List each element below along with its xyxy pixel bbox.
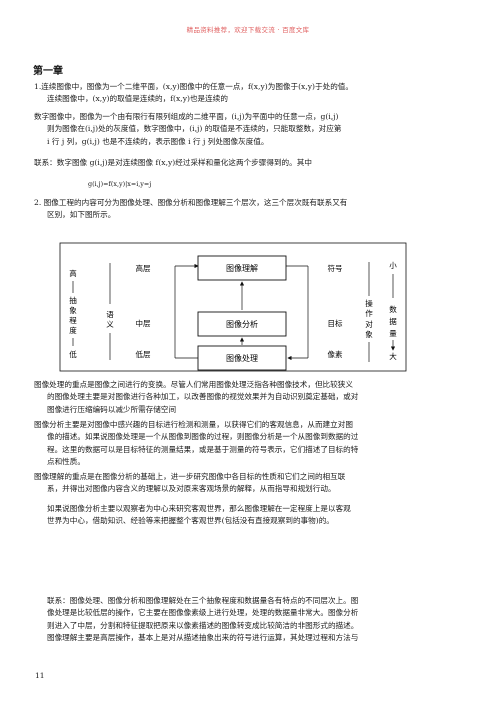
text-line: 系，并得出对图像内容含义的理解以及对原来客观场景的解释，从而指导和规划行动。 [47, 484, 336, 494]
text-line: 像处理是比较低层的操作，它主要在图像像素级上进行处理，处理的数据量非常大。图像分… [47, 608, 359, 618]
text-line: i 行 j 列，g(i,j) 也是不连续的，表示图像 i 行 j 列处图像灰度值… [47, 136, 269, 146]
object-pixel-label: 像素 [328, 349, 343, 359]
box-image-analysis-label: 图像分析 [226, 319, 258, 329]
text-line: 区别，如下图所示。 [47, 210, 116, 220]
abstraction-char: 抽 [69, 295, 77, 305]
abstraction-label: 抽 象 程 度 [69, 295, 77, 335]
data-amount-char: 据 [389, 317, 397, 326]
semantic-label: 语 义 [106, 309, 114, 329]
paragraph-relation: 联系：数字图像 g(i,j)是对连续图像 f(x,y)经过采样和量化这两个步骤得… [34, 157, 466, 169]
text-line: 联系：图像处理、图像分析和图像理解处在三个抽象程度和数据量各有特点的不同层次上。… [47, 596, 359, 605]
header-banner: 精品资料推荐，欢迎下载交流 · 百度文库 [186, 26, 310, 34]
abstraction-low-label: 低 [69, 349, 77, 359]
abstraction-char: 象 [69, 305, 77, 315]
semantic-char: 语 [106, 309, 114, 319]
text-line: 图像进行压缩编码以减少所需存储空间 [47, 404, 177, 414]
text-line: 的图像处理主要是对图像进行各种加工，以改善图像的视觉效果并为自动识别奠定基础，或… [47, 392, 359, 402]
data-amount-label: 数 据 量 [389, 304, 397, 338]
paragraph-image-understanding: 图像理解的重点是在图像分析的基础上，进一步研究图像中各目标的性质和它们之间的相互… [34, 471, 466, 496]
text-line: 则为图像在(i,j)处的灰度值，数字图像中，(i,j) 的取值是不连续的，只能取… [47, 124, 342, 134]
data-small-label: 小 [389, 261, 397, 270]
abstraction-char: 度 [69, 325, 77, 335]
box-image-processing [197, 345, 287, 371]
data-amount-char: 数 [389, 304, 397, 314]
text-line: 如果说图像分析主要以观察者为中心来研究客观世界，那么图像理解在一定程度上是以客观 [47, 504, 351, 513]
operation-object-char: 象 [365, 329, 373, 339]
text-line: 数字图像中，图像为一个由有限行有限列组成的二维平面，(i,j)为平面中的任意一点… [34, 112, 339, 121]
paragraph-image-engineering: 2. 图像工程的内容可分为图像处理、图像分析和图像理解三个层次，这三个层次既有联… [34, 197, 466, 222]
text-line: 联系：数字图像 g(i,j)是对连续图像 f(x,y)经过采样和量化这两个步骤得… [34, 158, 312, 167]
text-line: 点和性质。 [47, 457, 85, 467]
paragraph-continuous-image: 1.连续图像中，图像为一个二维平面，(x,y)图像中的任意一点，f(x,y)为图… [34, 81, 466, 106]
text-line: 图像处理的重点是图像之间进行的变换。尽管人们常用图像处理泛指各种图像技术，但比较… [34, 380, 353, 389]
paragraph-image-processing: 图像处理的重点是图像之间进行的变换。尽管人们常用图像处理泛指各种图像技术，但比较… [34, 379, 466, 416]
operation-object-char: 对 [365, 319, 373, 329]
diagram-frame [59, 242, 407, 372]
data-large-label: 大 [389, 351, 397, 361]
box-image-understanding [197, 255, 287, 281]
semantic-char: 义 [106, 320, 114, 329]
text-line: 图像理解主要是高层操作，基本上是对从描述抽象出来的符号进行运算，其处理过程和方法… [47, 633, 359, 643]
sampling-formula: g(i,j)=f(x,y)|x=i,y=j [88, 180, 152, 188]
level-high-label: 高层 [136, 263, 151, 273]
text-line: 图像理解的重点是在图像分析的基础上，进一步研究图像中各目标的性质和它们之间的相互… [34, 472, 346, 481]
page-number: 11 [35, 671, 45, 680]
operation-object-label: 操 作 对 象 [365, 298, 373, 339]
operation-object-char: 作 [365, 308, 373, 318]
text-line: 图像分析主要是对图像中感兴趣的目标进行检测和测量，以获得它们的客观信息，从而建立… [34, 420, 353, 429]
box-image-analysis [197, 311, 287, 337]
level-low-label: 低层 [136, 349, 151, 359]
paragraph-observer-world: 如果说图像分析主要以观察者为中心来研究客观世界，那么图像理解在一定程度上是以客观… [34, 503, 466, 528]
text-line: 世界为中心，借助知识、经验等来把握整个客观世界(包括没有直接观察到的事物)的。 [47, 516, 334, 526]
paragraph-connection: 联系：图像处理、图像分析和图像理解处在三个抽象程度和数据量各有特点的不同层次上。… [34, 595, 466, 645]
chapter-title: 第一章 [33, 66, 63, 77]
data-amount-char: 量 [389, 329, 397, 338]
text-line: 像的描述。如果说图像处理是一个从图像到图像的过程，则图像分析是一个从图像到数据的… [47, 432, 359, 442]
paragraph-image-analysis: 图像分析主要是对图像中感兴趣的目标进行检测和测量，以获得它们的客观信息，从而建立… [34, 419, 466, 469]
abstraction-high-label: 高 [69, 268, 77, 278]
text-line: 1.连续图像中，图像为一个二维平面，(x,y)图像中的任意一点，f(x,y)为图… [34, 82, 353, 91]
text-line: 2. 图像工程的内容可分为图像处理、图像分析和图像理解三个层次，这三个层次既有联… [34, 198, 348, 207]
box-image-processing-label: 图像处理 [226, 353, 258, 363]
operation-object-char: 操 [365, 298, 373, 308]
text-line: 连续图像中，(x,y)的取值是连续的，f(x,y)也是连续的 [47, 94, 228, 104]
paragraph-digital-image: 数字图像中，图像为一个由有限行有限列组成的二维平面，(i,j)为平面中的任意一点… [34, 111, 466, 148]
box-image-understanding-label: 图像理解 [226, 263, 258, 273]
abstraction-char: 程 [69, 316, 77, 325]
object-target-label: 目标 [328, 318, 343, 328]
level-mid-label: 中层 [136, 318, 151, 328]
object-symbol-label: 符号 [328, 263, 343, 273]
text-line: 程。这里的数据可以是目标特征的测量结果，或是基于测量的符号表示，它们描述了目标的… [47, 444, 359, 454]
text-line: 则进入了中层，分割和特征提取把原来以像素描述的图像转变成比较简洁的非图形式的描述… [47, 620, 359, 630]
